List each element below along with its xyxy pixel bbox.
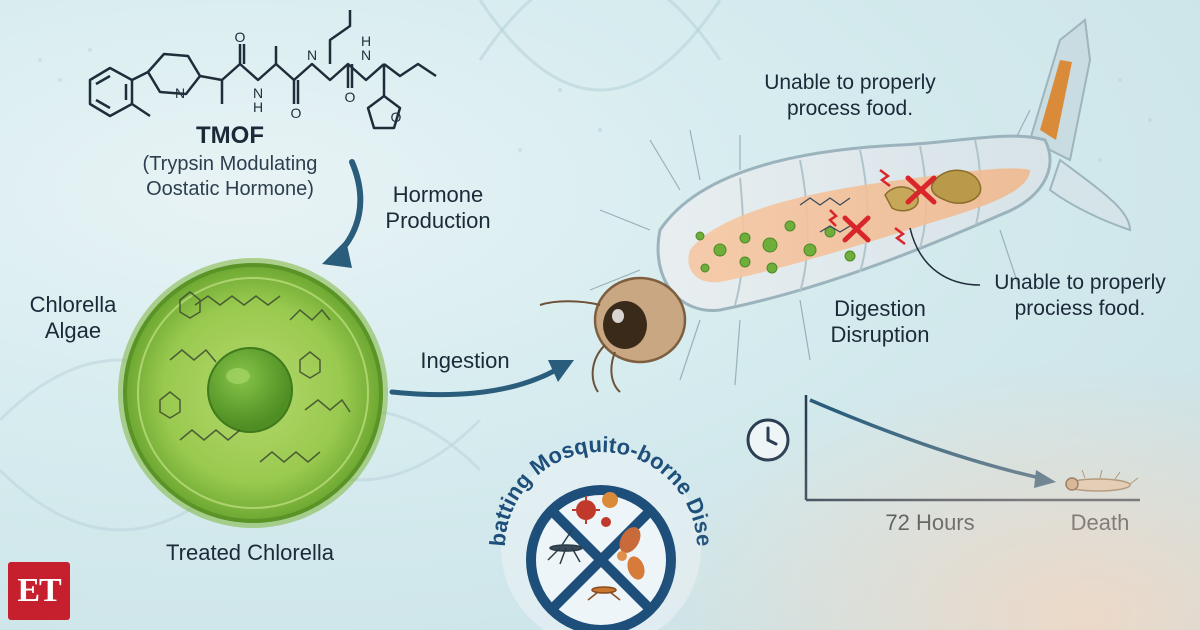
ingestion-label: Ingestion (420, 348, 510, 373)
virus-icon (572, 492, 618, 527)
atom-label-o3: O (345, 89, 356, 105)
algae-caption: Treated Chlorella (166, 540, 334, 565)
atom-label-n1: N (175, 85, 185, 101)
atom-label-o1: O (235, 29, 246, 45)
tmof-fullname-line2: Oostatic Hormone) (146, 178, 314, 200)
atom-label-n3: N (307, 47, 317, 63)
curved-arrow-icon (322, 240, 352, 268)
timeline-duration: 72 Hours (885, 510, 975, 535)
clock-icon (746, 418, 790, 462)
atom-label-n2: N (253, 85, 263, 101)
digestion-label-line2: Disruption (830, 322, 930, 347)
cross-icon (842, 175, 937, 243)
algae-label-line1: Chlorella (29, 292, 117, 317)
larva-note-top-line1: Unable to properly (764, 71, 936, 94)
atom-label-h1: H (253, 99, 263, 115)
timeline-outcome: Death (1070, 510, 1130, 535)
hormone-label-line1: Hormone (392, 182, 484, 207)
digestion-label-line1: Digestion (834, 296, 926, 321)
tmof-fullname-line1: (Trypsin Modulating (142, 153, 318, 175)
hormone-label-line2: Production (385, 208, 491, 233)
atom-label-o2: O (291, 105, 302, 121)
mosquito-icon (547, 529, 583, 565)
larva-note-top-line2: process food. (786, 97, 914, 120)
larva-note-side-line2: prociess food. (1014, 297, 1146, 320)
algae-label-line2: Algae (44, 318, 102, 343)
tmof-title: TMOF (196, 122, 264, 149)
atom-label-h2: H (361, 33, 371, 49)
atom-label-o4: O (391, 109, 402, 125)
et-logo: ET (8, 562, 70, 620)
bacteria-icon (617, 527, 645, 580)
mosquito-icon (587, 586, 621, 601)
larva-icon (1065, 469, 1139, 492)
atom-label-n4: N (361, 47, 371, 63)
larva-note-side-line1: Unable to properly (994, 271, 1166, 294)
